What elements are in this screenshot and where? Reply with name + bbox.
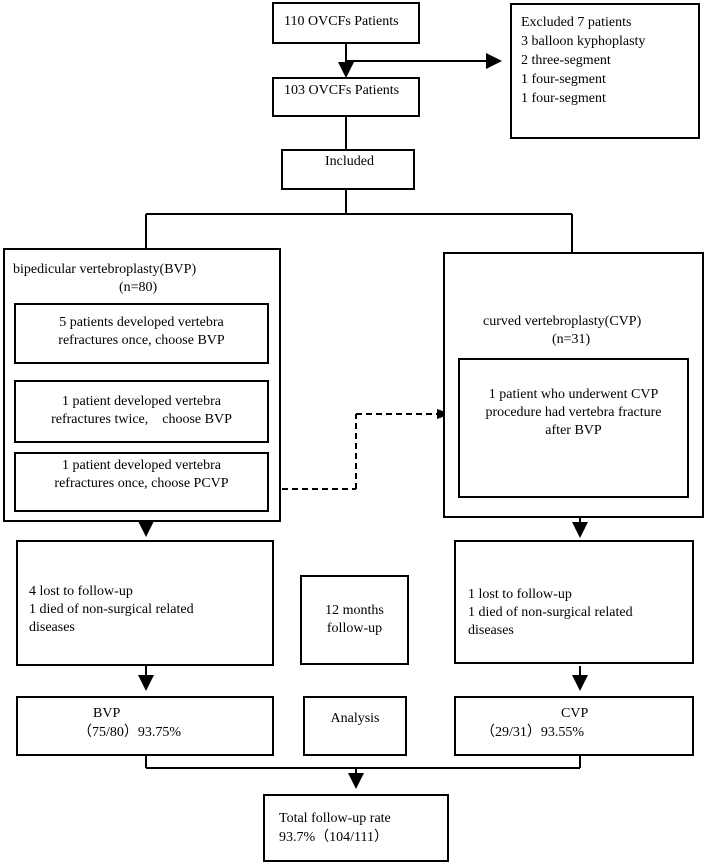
start-label: 110 OVCFs Patients bbox=[284, 14, 399, 29]
cvp-loss-box: 1 lost to follow-up 1 died of non-surgic… bbox=[454, 540, 694, 664]
remaining-box: 103 OVCFs Patients bbox=[272, 77, 420, 117]
bvp-subgroup-box: 1 patient developed vertebra refractures… bbox=[14, 452, 269, 512]
bvp-loss-line: 1 died of non-surgical related bbox=[29, 602, 194, 617]
cvp-result-box: CVP （29/31）93.55% bbox=[454, 696, 694, 756]
cvp-loss-line: 1 lost to follow-up bbox=[468, 587, 572, 602]
cvp-n: (n=31) bbox=[552, 332, 591, 347]
included-label: Included bbox=[325, 154, 374, 169]
cvp-result-value: （29/31）93.55% bbox=[481, 725, 585, 740]
excluded-item: 3 balloon kyphoplasty bbox=[521, 34, 646, 49]
followup-label: 12 months follow-up bbox=[325, 603, 384, 636]
cvp-subgroup-box: 1 patient who underwent CVP procedure ha… bbox=[458, 358, 689, 498]
cvp-loss-line: diseases bbox=[468, 623, 514, 638]
bvp-subgroup-box: 1 patient developed vertebra refractures… bbox=[14, 380, 269, 443]
bvp-title: bipedicular vertebroplasty(BVP) bbox=[13, 262, 197, 277]
excluded-item: 1 four-segment bbox=[521, 91, 606, 106]
cvp-loss-line: 1 died of non-surgical related bbox=[468, 605, 633, 620]
bvp-subgroup-label: 1 patient developed vertebra refractures… bbox=[54, 458, 229, 491]
bvp-subgroup-box: 5 patients developed vertebra refracture… bbox=[14, 303, 269, 364]
total-title: Total follow-up rate bbox=[279, 811, 391, 826]
bvp-result-value: （75/80）93.75% bbox=[78, 725, 182, 740]
bvp-result-title: BVP bbox=[93, 706, 121, 721]
start-box: 110 OVCFs Patients bbox=[272, 2, 420, 44]
included-box: Included bbox=[281, 149, 415, 190]
bvp-loss-line: diseases bbox=[29, 620, 75, 635]
total-box: Total follow-up rate 93.7%（104/111） bbox=[263, 794, 449, 862]
bvp-subgroup-label: 5 patients developed vertebra refracture… bbox=[58, 315, 225, 348]
bvp-loss-line: 4 lost to follow-up bbox=[29, 584, 133, 599]
remaining-label: 103 OVCFs Patients bbox=[284, 83, 400, 98]
bvp-loss-box: 4 lost to follow-up 1 died of non-surgic… bbox=[16, 540, 274, 666]
analysis-box: Analysis bbox=[303, 696, 407, 756]
cvp-result-title: CVP bbox=[561, 706, 589, 721]
bvp-subgroup-label: 1 patient developed vertebra refractures… bbox=[51, 394, 232, 427]
bvp-result-box: BVP （75/80）93.75% bbox=[16, 696, 274, 756]
total-value: 93.7%（104/111） bbox=[279, 830, 389, 845]
excluded-title: Excluded 7 patients bbox=[521, 15, 632, 30]
excluded-box: Excluded 7 patients 3 balloon kyphoplast… bbox=[510, 3, 700, 139]
cvp-title: curved vertebroplasty(CVP) bbox=[483, 314, 642, 329]
followup-box: 12 months follow-up bbox=[300, 575, 409, 665]
excluded-item: 1 four-segment bbox=[521, 72, 606, 87]
analysis-label: Analysis bbox=[330, 711, 380, 726]
excluded-item: 2 three-segment bbox=[521, 53, 611, 68]
bvp-n: (n=80) bbox=[119, 280, 158, 295]
cvp-subgroup-label: 1 patient who underwent CVP procedure ha… bbox=[485, 387, 662, 438]
